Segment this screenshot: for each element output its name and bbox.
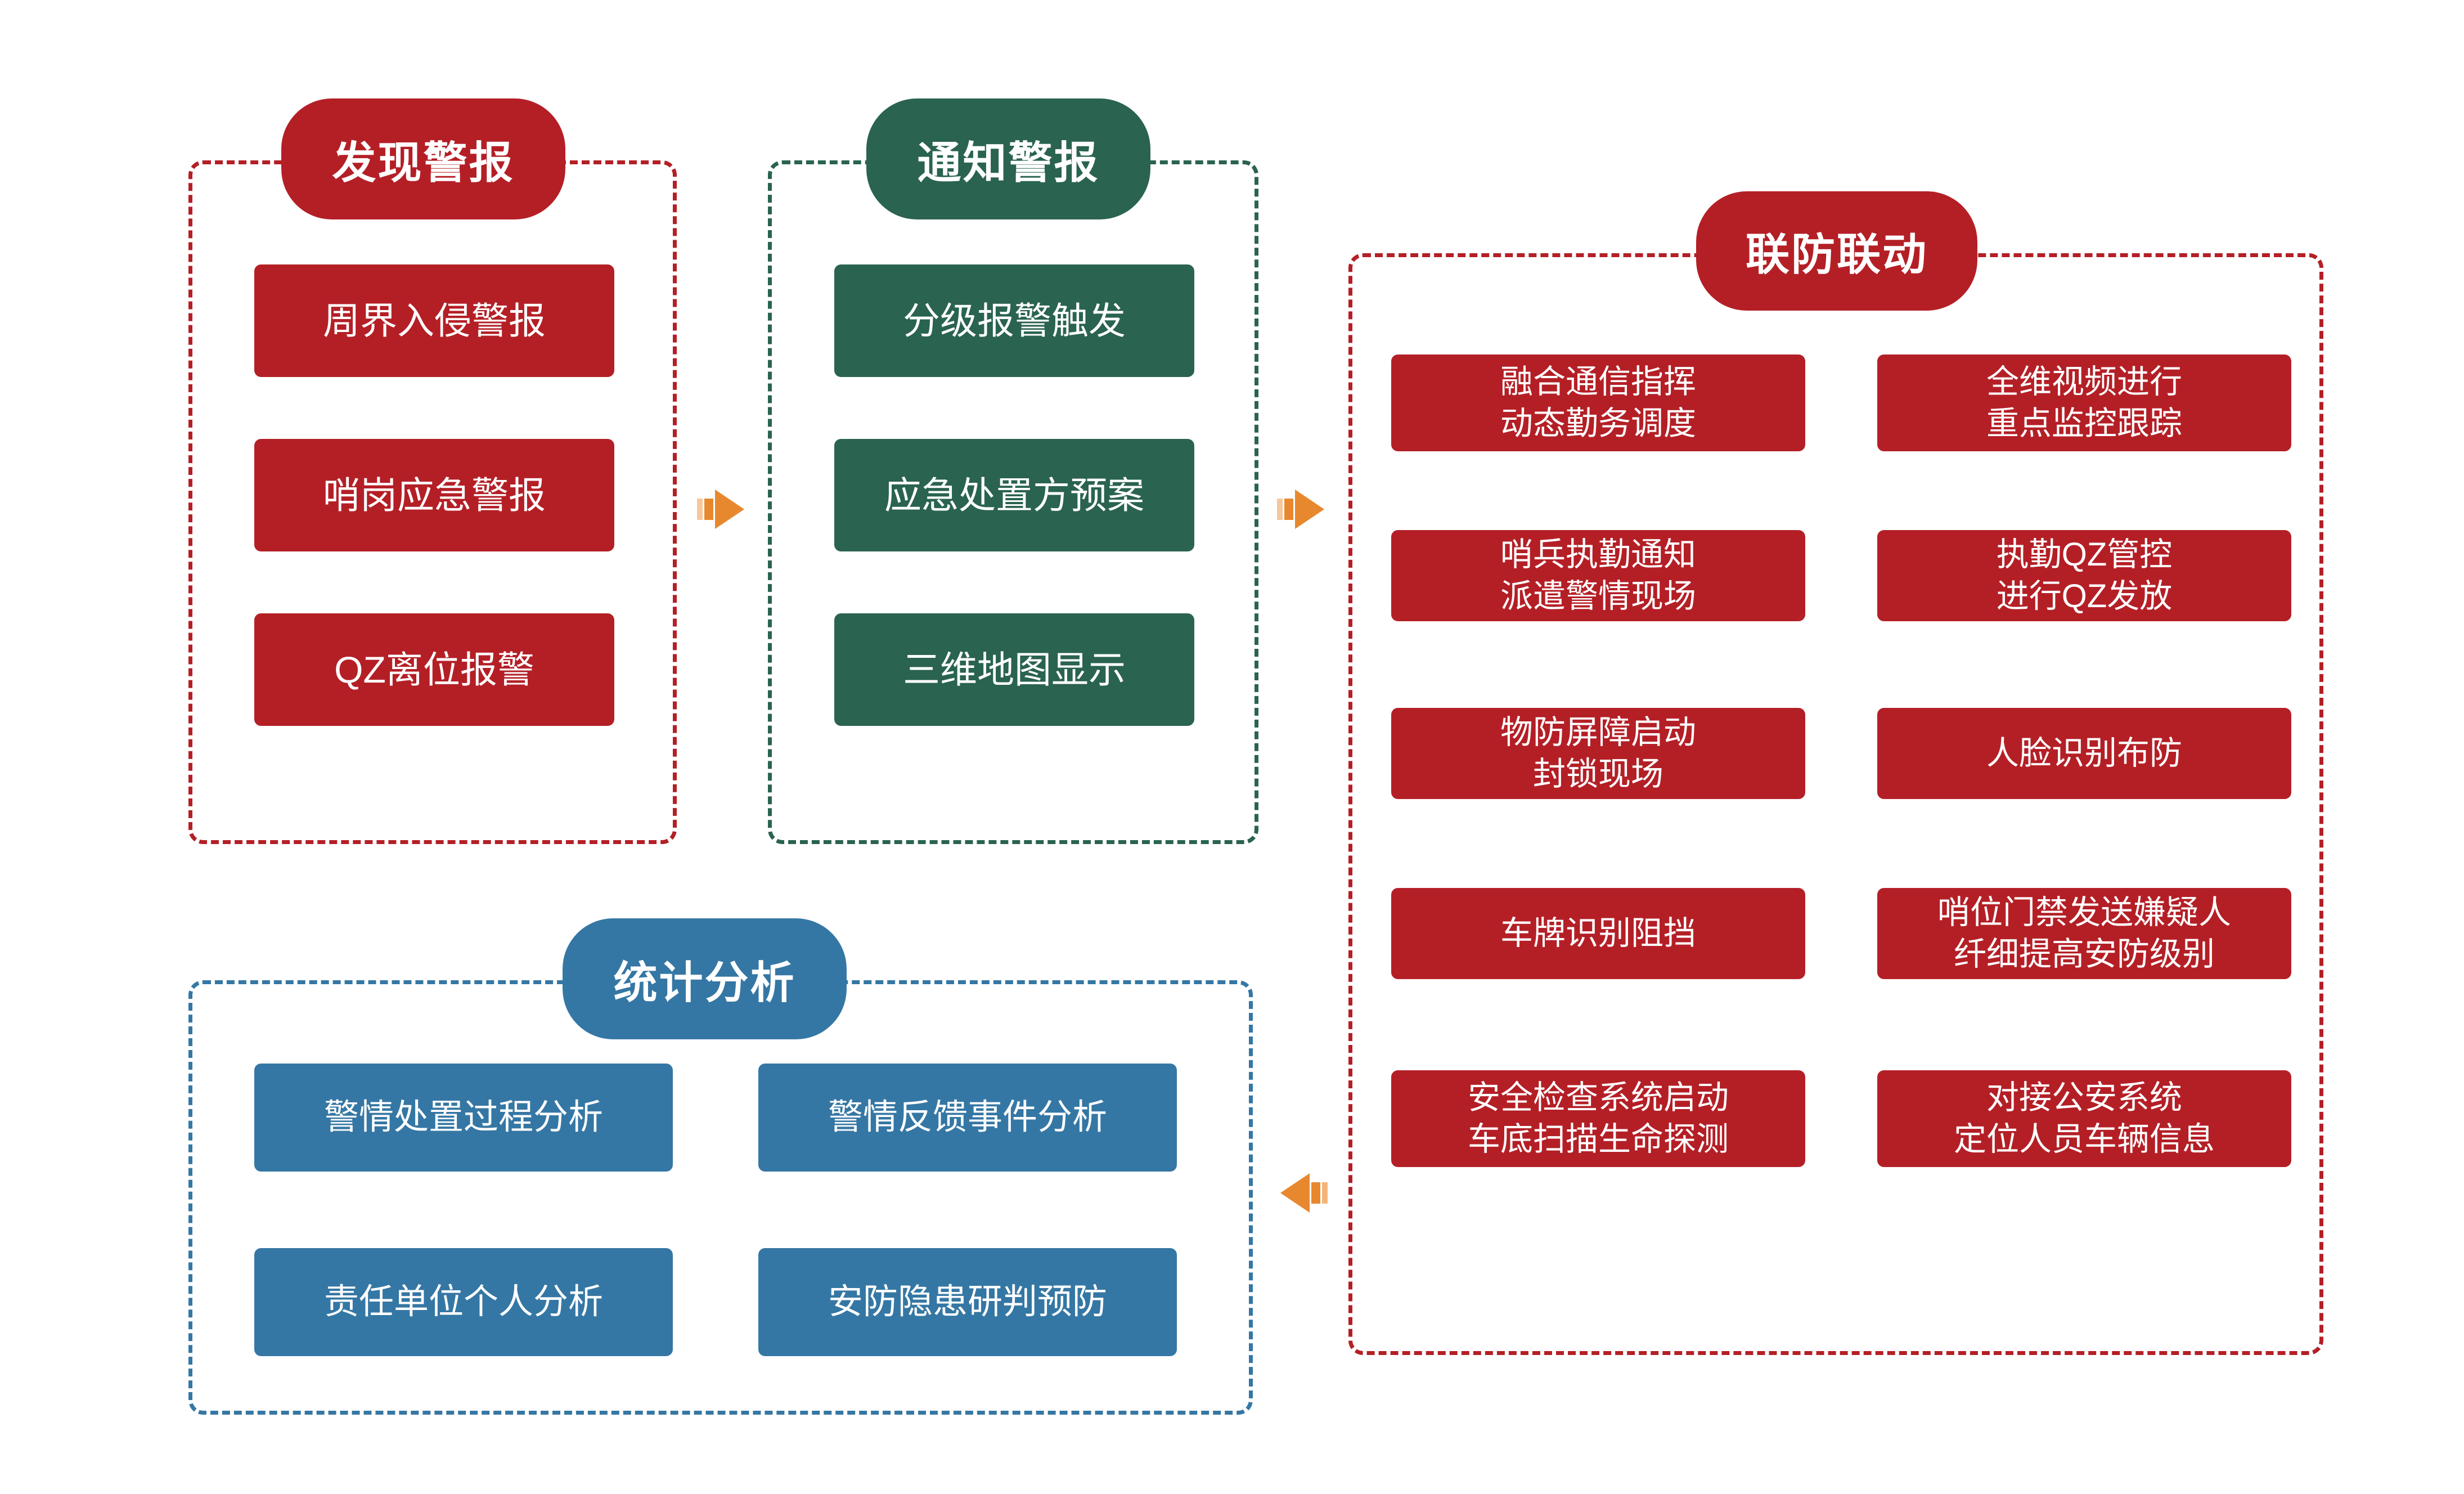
joint-left-item-2[interactable]: 哨兵执勤通知 派遣警情现场 (1391, 530, 1805, 621)
panel-notify-alarm-title: 通知警报 (866, 98, 1150, 219)
joint-left-item-3[interactable]: 物防屏障启动 封锁现场 (1391, 708, 1805, 799)
panel-joint-defense-title: 联防联动 (1696, 191, 1977, 311)
joint-right-item-5[interactable]: 对接公安系统 定位人员车辆信息 (1877, 1070, 2291, 1167)
arrow-discover-to-notify-icon (696, 484, 747, 535)
stats-left-item-2[interactable]: 责任单位个人分析 (254, 1248, 673, 1356)
stats-left-item-1[interactable]: 警情处置过程分析 (254, 1064, 673, 1172)
joint-left-item-1[interactable]: 融合通信指挥 动态勤务调度 (1391, 355, 1805, 451)
joint-left-item-4[interactable]: 车牌识别阻挡 (1391, 888, 1805, 979)
joint-right-item-4[interactable]: 哨位门禁发送嫌疑人 纤细提高安防级别 (1877, 888, 2291, 979)
joint-right-item-2[interactable]: 执勤QZ管控 进行QZ发放 (1877, 530, 2291, 621)
arrow-joint-to-stats-icon (1278, 1168, 1329, 1218)
notify-item-1[interactable]: 分级报警触发 (834, 264, 1194, 377)
joint-left-item-5[interactable]: 安全检查系统启动 车底扫描生命探测 (1391, 1070, 1805, 1167)
panel-statistics-analysis-title: 统计分析 (563, 918, 847, 1039)
notify-item-2[interactable]: 应急处置方预案 (834, 439, 1194, 551)
arrow-notify-to-joint-icon (1276, 484, 1327, 535)
stats-right-item-1[interactable]: 警情反馈事件分析 (758, 1064, 1177, 1172)
joint-right-item-1[interactable]: 全维视频进行 重点监控跟踪 (1877, 355, 2291, 451)
discover-item-3[interactable]: QZ离位报警 (254, 613, 614, 726)
panel-discover-alarm-title: 发现警报 (281, 98, 565, 219)
discover-item-1[interactable]: 周界入侵警报 (254, 264, 614, 377)
joint-right-item-3[interactable]: 人脸识别布防 (1877, 708, 2291, 799)
discover-item-2[interactable]: 哨岗应急警报 (254, 439, 614, 551)
stats-right-item-2[interactable]: 安防隐患研判预防 (758, 1248, 1177, 1356)
notify-item-3[interactable]: 三维地图显示 (834, 613, 1194, 726)
